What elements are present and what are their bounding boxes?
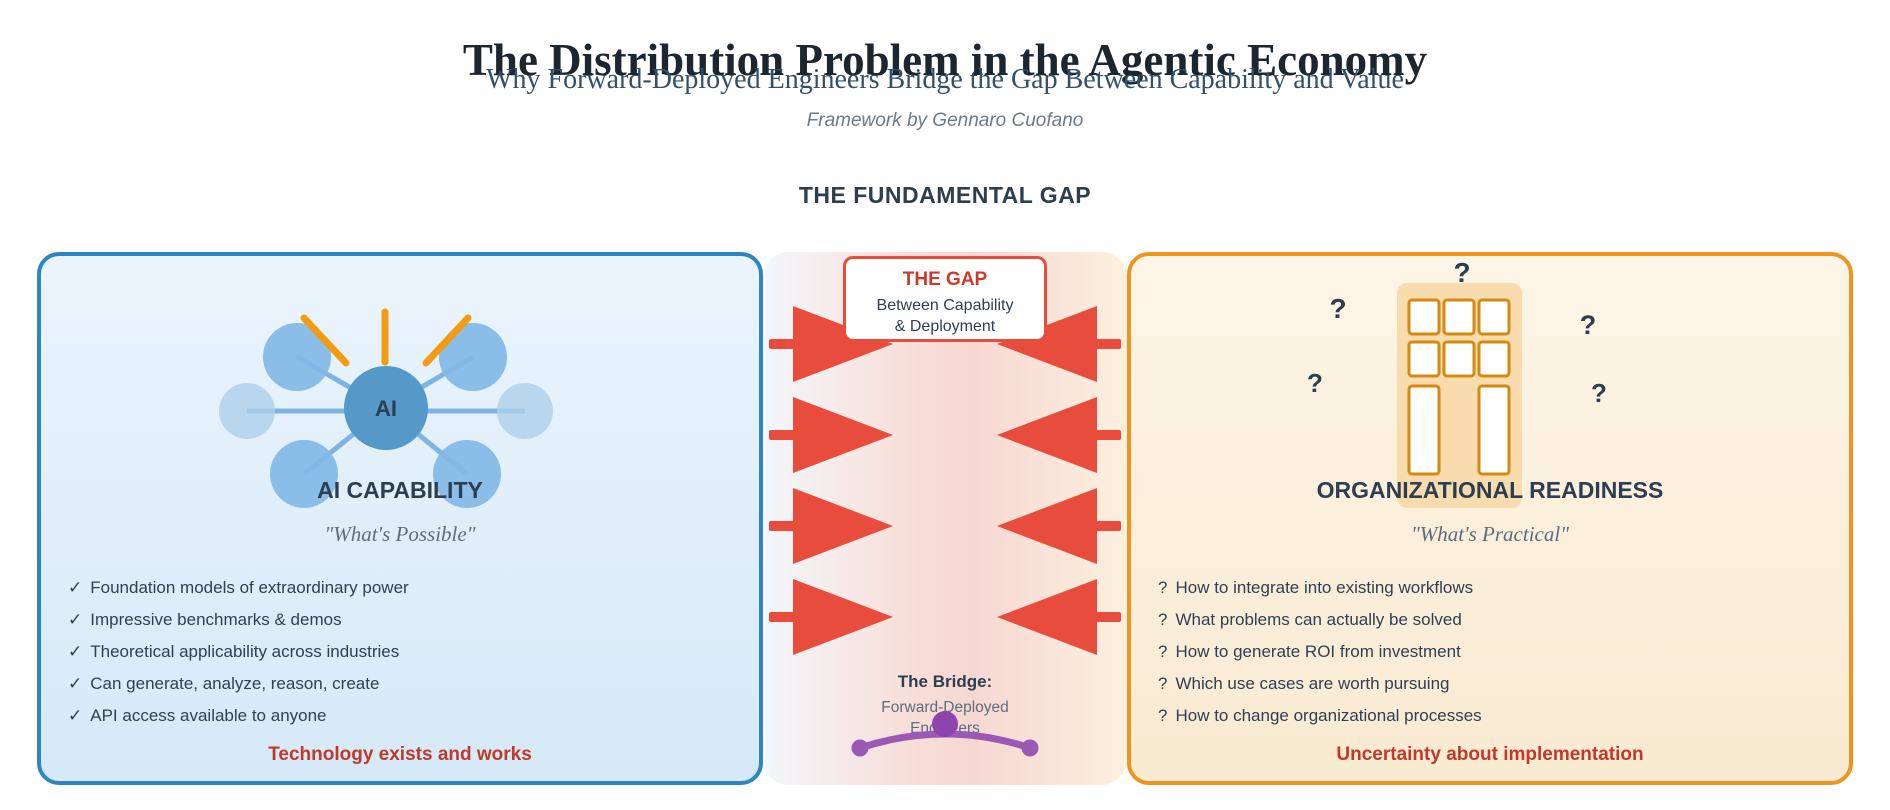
list-item: ? Which use cases are worth pursuing [1158, 668, 1482, 700]
list-item: ? How to change organizational processes [1158, 700, 1482, 732]
question-bullet: ? [1158, 674, 1168, 693]
list-item-text: Which use cases are worth pursuing [1175, 674, 1450, 693]
list-item-text: Theoretical applicability across industr… [90, 642, 400, 661]
building-icon: ? ? ? ? ? [1307, 258, 1607, 508]
readiness-panel-footer: Uncertainty about implementation [1336, 744, 1644, 765]
right-arrow-stub [1095, 612, 1121, 622]
gap-box-subtitle: Between Capability & Deployment [846, 295, 1044, 337]
byline: Framework by Gennaro Cuofano [806, 110, 1084, 131]
list-item-text: Can generate, analyze, reason, create [90, 674, 380, 693]
arrow-row [763, 579, 1127, 655]
right-arrow-stub [1095, 430, 1121, 440]
question-mark: ? [1591, 378, 1607, 408]
list-item: ✓ Theoretical applicability across indust… [68, 636, 409, 668]
check-bullet: ✓ [68, 642, 83, 661]
satellite-node [263, 323, 331, 391]
question-bullet: ? [1158, 610, 1168, 629]
satellite-node [219, 383, 275, 439]
bridge-left-dot [851, 739, 869, 757]
building-door-window [1477, 384, 1511, 476]
question-mark: ? [1307, 368, 1323, 398]
satellite-node [270, 440, 338, 508]
ai-core-node [344, 366, 428, 450]
gap-box-title: THE GAP [902, 269, 988, 290]
left-arrow-icon [793, 579, 893, 655]
ai-network-icon: AI [219, 308, 553, 508]
gap-region: THE GAP Between Capability & Deployment … [763, 252, 1127, 785]
left-arrow-stub [769, 612, 795, 622]
check-bullet: ✓ [68, 674, 83, 693]
right-arrow-stub [1095, 521, 1121, 531]
gap-box-line1: Between Capability [876, 297, 1014, 314]
left-arrow-icon [793, 488, 893, 564]
list-item: ? What problems can actually be solved [1158, 604, 1482, 636]
right-arrow-icon [997, 397, 1097, 473]
list-item-text: Impressive benchmarks & demos [90, 610, 342, 629]
list-item-text: How to generate ROI from investment [1175, 642, 1461, 661]
arrow-row [763, 397, 1127, 473]
right-arrow-stub [1095, 339, 1121, 349]
bridge-right-dot [1021, 739, 1039, 757]
list-item: ? How to generate ROI from investment [1158, 636, 1482, 668]
check-bullet: ✓ [68, 578, 83, 597]
left-arrow-stub [769, 521, 795, 531]
list-item-text: Foundation models of extraordinary power [90, 578, 409, 597]
ai-panel-quote: "What's Possible" [324, 522, 476, 546]
question-mark: ? [1453, 258, 1470, 288]
satellite-node [497, 383, 553, 439]
bridge-apex-dot [932, 711, 958, 737]
list-item-text: API access available to anyone [90, 706, 327, 725]
readiness-panel-heading: ORGANIZATIONAL READINESS [1316, 477, 1664, 503]
list-item: ? How to integrate into existing workflow… [1158, 572, 1482, 604]
arrow-row [763, 488, 1127, 564]
check-bullet: ✓ [68, 706, 83, 725]
page-subtitle: Why Forward-Deployed Engineers Bridge th… [486, 64, 1404, 95]
left-arrow-stub [769, 430, 795, 440]
list-item-text: What problems can actually be solved [1175, 610, 1462, 629]
ai-core-label: AI [375, 396, 397, 421]
organizational-readiness-panel: ? ? ? ? ? ORGANIZATIONAL READINESS "What… [1127, 252, 1853, 785]
gap-box-line2: & Deployment [894, 318, 996, 335]
question-bullet: ? [1158, 642, 1168, 661]
ai-panel-footer: Technology exists and works [268, 744, 532, 765]
bridge-label: The Bridge: [897, 672, 993, 691]
ai-capability-panel: AI AI CAPABILITY "What's Possible" ✓ Foun… [37, 252, 763, 785]
section-title: THE FUNDAMENTAL GAP [798, 182, 1092, 208]
ai-panel-heading: AI CAPABILITY [317, 477, 483, 503]
building-window [1407, 340, 1441, 378]
building-window [1442, 340, 1476, 378]
list-item: ✓ Can generate, analyze, reason, create [68, 668, 409, 700]
building-window [1477, 340, 1511, 378]
list-item: ✓ API access available to anyone [68, 700, 409, 732]
building-window [1407, 298, 1441, 336]
satellite-node [439, 323, 507, 391]
left-arrow-icon [793, 397, 893, 473]
building-door-window [1407, 384, 1441, 476]
question-mark: ? [1329, 293, 1346, 324]
check-bullet: ✓ [68, 610, 83, 629]
list-item-text: How to integrate into existing workflows [1175, 578, 1474, 597]
right-arrow-icon [997, 579, 1097, 655]
list-item: ✓ Impressive benchmarks & demos [68, 604, 409, 636]
question-mark: ? [1580, 310, 1597, 340]
building-window [1477, 298, 1511, 336]
capability-list: ✓ Foundation models of extraordinary powe… [68, 572, 409, 732]
bridge-arc-icon [851, 711, 1039, 757]
readiness-list: ? How to integrate into existing workflow… [1158, 572, 1482, 732]
bridge-line1: Forward-Deployed [881, 699, 1009, 716]
gap-box: THE GAP Between Capability & Deployment [843, 256, 1047, 342]
page-title: The Distribution Problem in the Agentic … [462, 35, 1428, 86]
building-window [1442, 298, 1476, 336]
list-item: ✓ Foundation models of extraordinary powe… [68, 572, 409, 604]
question-bullet: ? [1158, 578, 1168, 597]
satellite-node [433, 440, 501, 508]
readiness-panel-quote: "What's Practical" [1410, 522, 1570, 546]
question-bullet: ? [1158, 706, 1168, 725]
left-arrow-stub [769, 339, 795, 349]
list-item-text: How to change organizational processes [1175, 706, 1482, 725]
right-arrow-icon [997, 488, 1097, 564]
